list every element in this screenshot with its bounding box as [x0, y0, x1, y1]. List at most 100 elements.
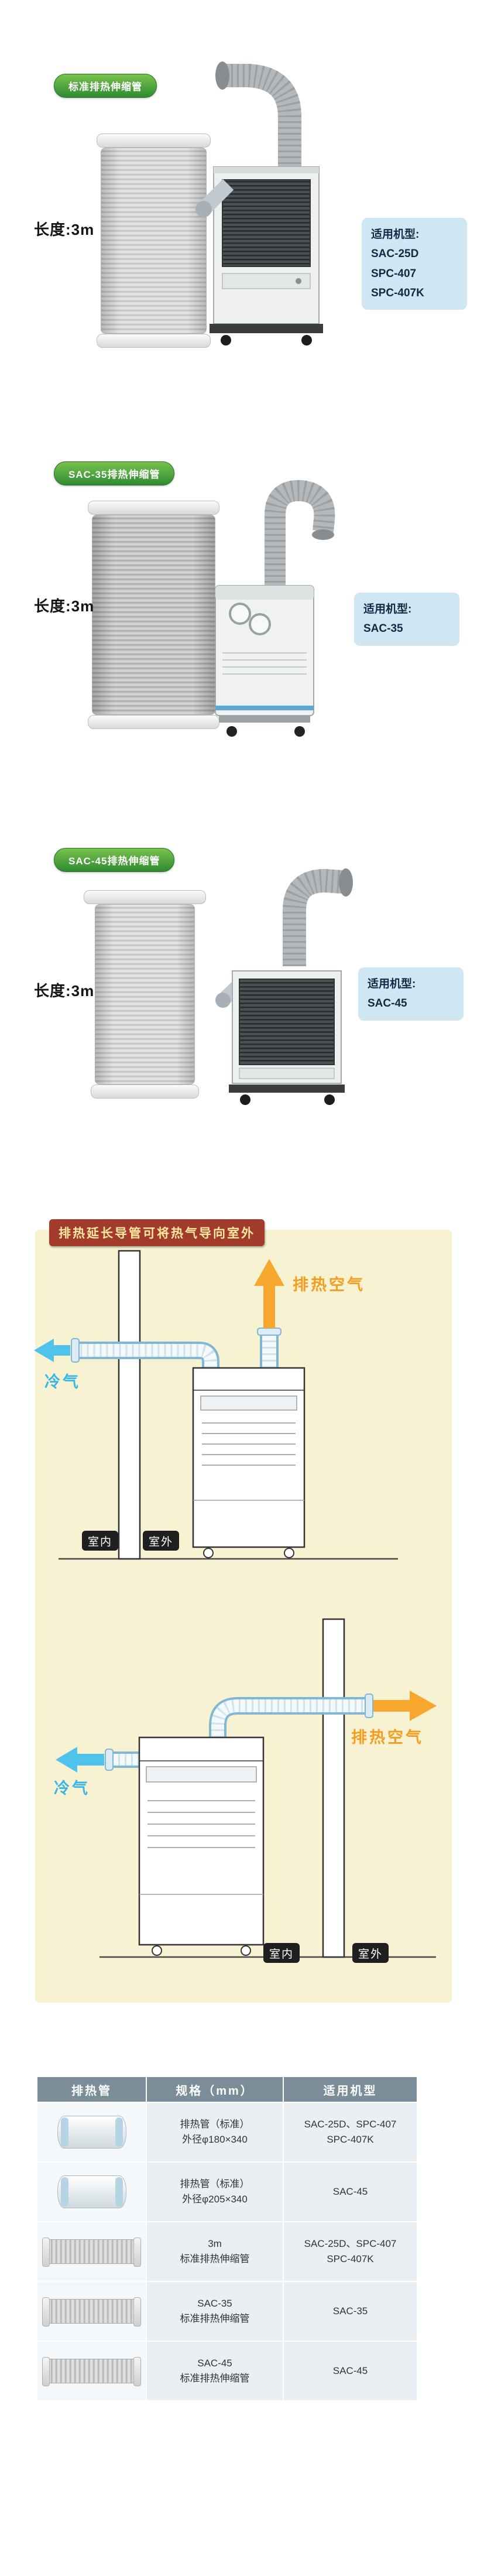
louvers: [202, 1422, 296, 1466]
tube-bottom-cap: [88, 715, 219, 729]
spec-cell: 排热管（标准） 外径φ180×340: [146, 2102, 284, 2163]
exhaust-air-label: 排热空气: [293, 1276, 365, 1294]
tube-image-cell: [36, 2341, 147, 2401]
tube-top-cap: [97, 134, 211, 148]
cold-air-arrow: [56, 1747, 104, 1773]
wall: [118, 1250, 141, 1560]
louvers: [147, 1800, 255, 1848]
cold-air-arrow: [34, 1339, 70, 1362]
front-grille: [222, 179, 311, 267]
tube-image-cell: [36, 2281, 147, 2342]
cold-air-duct: [71, 1338, 219, 1368]
length-label: 长度:3m: [34, 982, 95, 1000]
model-name: SAC-45: [368, 997, 407, 1010]
control-panel: [239, 1068, 335, 1079]
exhaust-duct: [215, 61, 301, 176]
ac-unit-sac45-illustration: [215, 868, 353, 1105]
long-telescopic-tube-icon: [42, 2297, 141, 2327]
diagram-unit-indoor: [56, 1618, 437, 1958]
exhaust-tube-photo-sac35: [88, 501, 219, 729]
unit-body: [232, 970, 342, 1084]
header-spec: 规格（mm）: [146, 2076, 284, 2103]
spec-cell: SAC-45 标准排热伸缩管: [146, 2341, 284, 2401]
ac-unit-outline: [192, 1367, 305, 1558]
wall: [322, 1618, 345, 1958]
indoor-badge: 室内: [82, 1531, 118, 1551]
base-casters: [219, 716, 310, 737]
spec-cell: 排热管（标准） 外径φ205×340: [146, 2161, 284, 2222]
front-grille: [239, 979, 335, 1065]
ac-unit-outline: [138, 1736, 265, 1956]
unit-body: [215, 585, 314, 716]
exhaust-duct: [209, 1694, 373, 1737]
length-label: 长度:3m: [34, 221, 95, 238]
applicable-models-title: 适用机型:: [368, 978, 416, 990]
applicable-models-box: 适用机型: SAC-45: [358, 967, 464, 1021]
applicable-models-title: 适用机型:: [363, 603, 412, 615]
ac-unit-sac25d-illustration: [195, 61, 323, 345]
spec-table: 排热管 规格（mm） 适用机型 排热管（标准） 外径φ180×340 SAC-2…: [36, 2076, 418, 2401]
tube-top-cap: [88, 501, 219, 515]
cold-air-label: 冷气: [44, 1373, 81, 1391]
long-telescopic-tube-icon: [42, 2238, 141, 2267]
models-cell: SAC-25D、SPC-407 SPC-407K: [283, 2102, 418, 2163]
exhaust-air-arrow: [373, 1691, 437, 1721]
table-row: 排热管（标准） 外径φ180×340 SAC-25D、SPC-407 SPC-4…: [36, 2102, 418, 2163]
exhaust-duct: [257, 1328, 282, 1368]
tube-image-cell: [36, 2102, 147, 2163]
tube-corrugated-body: [95, 904, 195, 1085]
table-row: SAC-45 标准排热伸缩管 SAC-45: [36, 2341, 418, 2401]
cold-air-label: 冷气: [54, 1780, 90, 1797]
exhaust-duct: [265, 480, 335, 589]
ac-unit-sac35-illustration: [215, 480, 335, 737]
long-telescopic-tube-icon: [42, 2357, 141, 2386]
table-row: SAC-35 标准排热伸缩管 SAC-35: [36, 2281, 418, 2342]
models-cell: SAC-45: [283, 2161, 418, 2222]
tube-top-cap: [84, 890, 206, 904]
length-label: 长度:3m: [34, 597, 95, 615]
tube-bottom-cap: [91, 1085, 199, 1099]
exhaust-air-arrow: [254, 1259, 284, 1328]
model-name: SAC-35: [363, 622, 403, 635]
section-title-badge-sac35: SAC-35排热伸缩管: [54, 461, 175, 485]
cold-air-duct: [105, 1749, 139, 1771]
table-header-row: 排热管 规格（mm） 适用机型: [36, 2076, 418, 2103]
spec-cell: 3m 标准排热伸缩管: [146, 2221, 284, 2282]
base-casters: [229, 1085, 345, 1105]
header-tube: 排热管: [36, 2076, 147, 2103]
tube-corrugated-body: [92, 515, 215, 715]
short-exhaust-tube-icon: [57, 2175, 126, 2208]
cold-air-nozzle: [195, 179, 234, 217]
applicable-models-title: 适用机型:: [371, 228, 420, 241]
exhaust-air-label: 排热空气: [351, 1729, 424, 1746]
applicable-models-box: 适用机型: SAC-25D SPC-407 SPC-407K: [362, 218, 467, 310]
cold-air-nozzles: [229, 603, 271, 635]
model-name: SAC-25D: [371, 248, 419, 261]
table-row: 3m 标准排热伸缩管 SAC-25D、SPC-407 SPC-407K: [36, 2221, 418, 2282]
spec-cell: SAC-35 标准排热伸缩管: [146, 2281, 284, 2342]
models-cell: SAC-35: [283, 2281, 418, 2342]
models-cell: SAC-25D、SPC-407 SPC-407K: [283, 2221, 418, 2282]
header-models: 适用机型: [283, 2076, 418, 2103]
diagram-section-badge: 排热延长导管可将热气导向室外: [49, 1219, 265, 1246]
tube-corrugated-body: [101, 148, 207, 334]
tube-image-cell: [36, 2161, 147, 2222]
section-title-badge-standard: 标准排热伸缩管: [54, 74, 157, 98]
exhaust-duct: [283, 868, 353, 966]
outdoor-badge: 室外: [143, 1531, 179, 1551]
tube-image-cell: [36, 2221, 147, 2282]
tube-bottom-cap: [97, 334, 211, 348]
indoor-badge: 室内: [263, 1943, 300, 1963]
model-name: SPC-407: [371, 267, 417, 280]
outdoor-badge: 室外: [352, 1943, 389, 1963]
unit-body: [213, 166, 320, 324]
model-name: SPC-407K: [371, 286, 424, 299]
section-title-badge-sac45: SAC-45排热伸缩管: [54, 848, 175, 872]
vent-slats: [222, 652, 307, 675]
diagram-unit-outdoor: [34, 1250, 398, 1560]
base-casters: [210, 324, 323, 345]
short-exhaust-tube-icon: [57, 2116, 126, 2149]
applicable-models-box: 适用机型: SAC-35: [354, 593, 459, 646]
models-cell: SAC-45: [283, 2341, 418, 2401]
